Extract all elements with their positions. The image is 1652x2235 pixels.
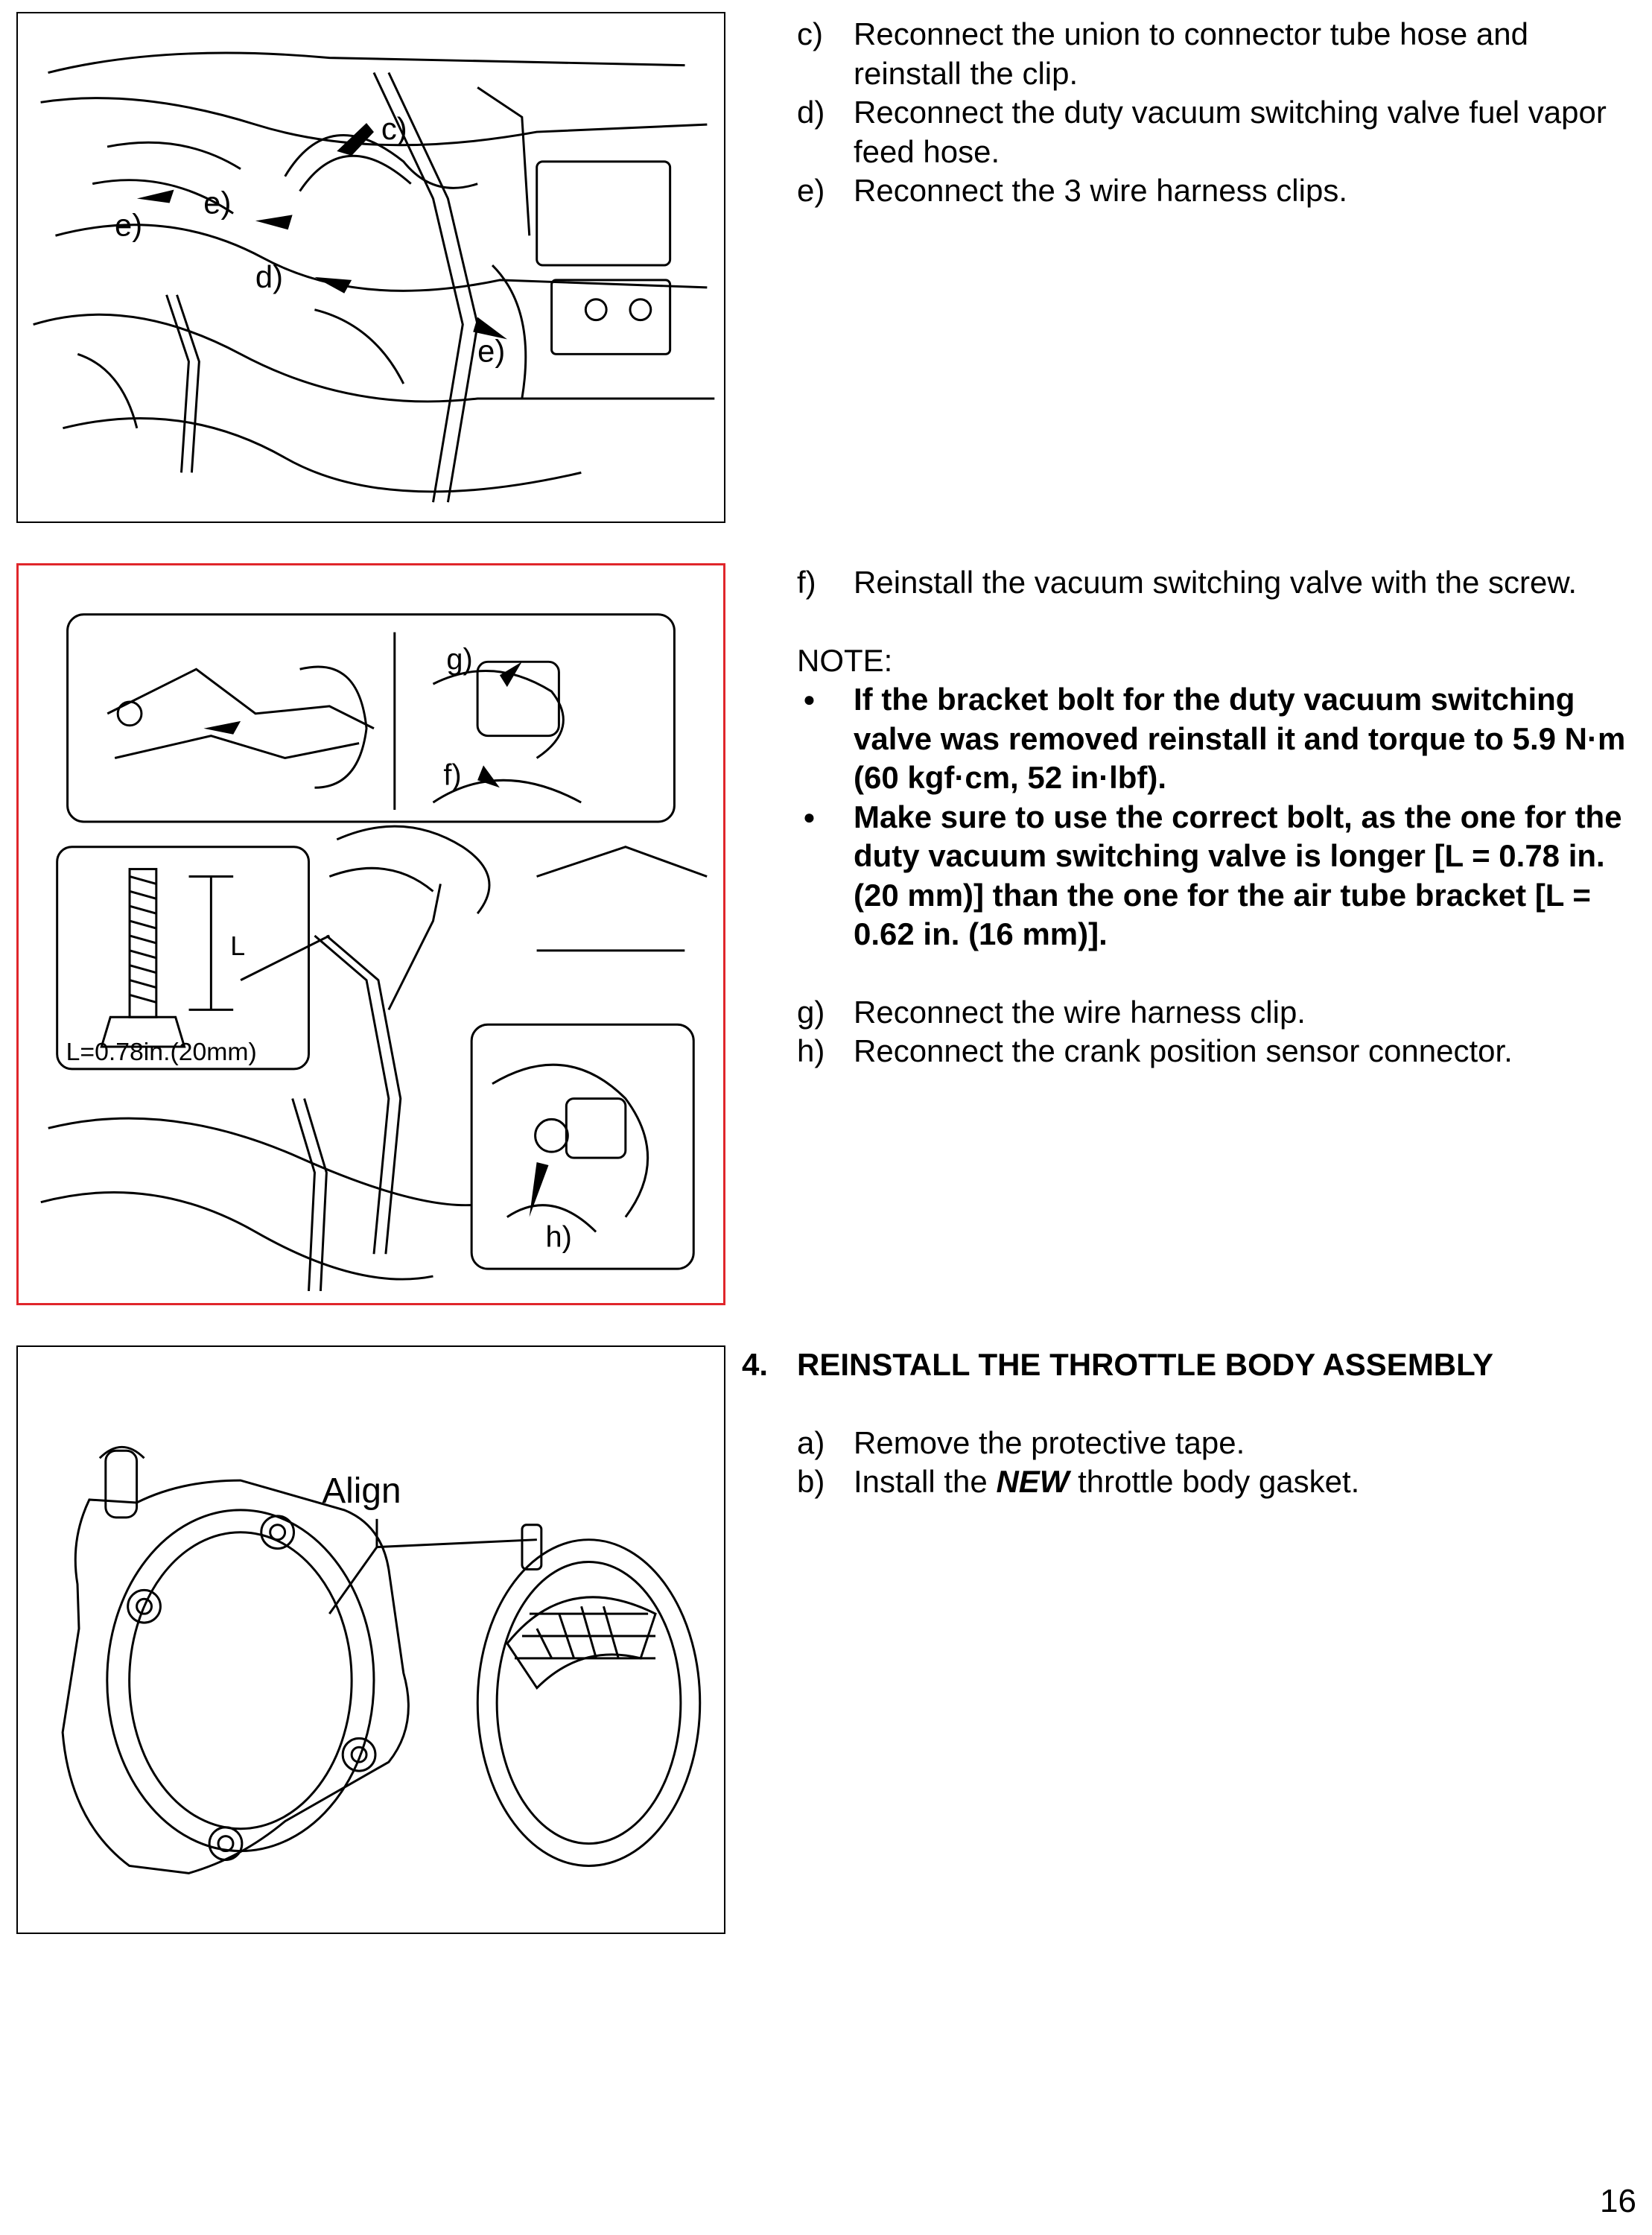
fig2-callout-h: h): [546, 1220, 572, 1253]
fig2-bolt-caption: L=0.78in.(20mm): [66, 1038, 257, 1066]
fig1-callout-e-right: e): [477, 333, 505, 368]
step-c: c) Reconnect the union to connector tube…: [797, 15, 1631, 93]
note-text: If the bracket bolt for the duty vacuum …: [854, 682, 1626, 795]
step-3-continued-middle: f) Reinstall the vacuum switching valve …: [797, 563, 1639, 1071]
step-f: f) Reinstall the vacuum switching valve …: [797, 563, 1639, 603]
step-g-label: g): [797, 994, 825, 1030]
fig1-callout-c: c): [381, 111, 407, 146]
step-4b-emphasis: NEW: [996, 1464, 1070, 1499]
step-h-label: h): [797, 1033, 825, 1068]
step-4a-label: a): [797, 1424, 825, 1460]
page-number: 16: [1600, 2183, 1636, 2219]
figure-throttle-gasket-align: Align: [16, 1345, 725, 1934]
note-item: ● If the bracket bolt for the duty vacuu…: [797, 680, 1639, 798]
fig3-callout-align: Align: [322, 1471, 401, 1511]
step-4b-text: Install the NEW throttle body gasket.: [797, 1462, 1636, 1502]
step-d-text: Reconnect the duty vacuum switching valv…: [854, 95, 1607, 169]
step-4a-text: Remove the protective tape.: [854, 1424, 1245, 1460]
bullet-icon: ●: [803, 688, 816, 711]
note-text: Make sure to use the correct bolt, as th…: [854, 799, 1622, 952]
step-4: 4. REINSTALL THE THROTTLE BODY ASSEMBLY …: [742, 1345, 1636, 1502]
harness-illustration: c) e) e) d) e): [33, 51, 715, 503]
fig2-dimension-L: L: [230, 931, 245, 961]
step-f-text: Reinstall the vacuum switching valve wit…: [854, 565, 1578, 600]
figure-harness-clips: c) e) e) d) e): [16, 12, 725, 523]
step-g: g) Reconnect the wire harness clip.: [797, 993, 1639, 1033]
step-4b-label: b): [797, 1464, 825, 1499]
fig1-callout-e-left: e): [115, 207, 142, 242]
fig1-callout-d: d): [255, 259, 283, 294]
fig2-callout-f: f): [443, 758, 461, 791]
step-f-label: f): [797, 565, 816, 600]
bullet-icon: ●: [803, 805, 816, 828]
step-4b-pre: Install the: [854, 1464, 997, 1499]
note-heading: NOTE:: [797, 642, 893, 678]
figure-vacuum-switching-valve: g) f) h) L L=0.78in.(20mm): [16, 563, 725, 1305]
step-c-label: c): [797, 16, 823, 51]
step-4-heading: 4. REINSTALL THE THROTTLE BODY ASSEMBLY: [742, 1345, 1636, 1385]
step-d: d) Reconnect the duty vacuum switching v…: [797, 93, 1631, 171]
step-4a: a) Remove the protective tape.: [797, 1424, 1636, 1463]
step-g-text: Reconnect the wire harness clip.: [854, 994, 1306, 1030]
step-h: h) Reconnect the crank position sensor c…: [797, 1032, 1639, 1071]
gasket-illustration: Align: [61, 1446, 702, 1874]
step-3-continued-top: c) Reconnect the union to connector tube…: [797, 15, 1631, 211]
fig2-callout-g: g): [446, 643, 472, 676]
step-4-title: REINSTALL THE THROTTLE BODY ASSEMBLY: [797, 1347, 1493, 1382]
vsv-illustration: g) f) h) L L=0.78in.(20mm): [40, 613, 708, 1292]
fig1-callout-e-middle: e): [203, 185, 231, 220]
step-e-text: Reconnect the 3 wire harness clips.: [854, 173, 1347, 208]
step-e-label: e): [797, 173, 825, 208]
step-e: e) Reconnect the 3 wire harness clips.: [797, 171, 1631, 211]
step-4-number: 4.: [742, 1347, 769, 1382]
step-4b-post: throttle body gasket.: [1069, 1464, 1360, 1499]
step-h-text: Reconnect the crank position sensor conn…: [854, 1033, 1513, 1068]
step-c-text: Reconnect the union to connector tube ho…: [854, 16, 1528, 91]
note-item: ● Make sure to use the correct bolt, as …: [797, 798, 1639, 954]
step-4b: b) Install the NEW throttle body gasket.: [797, 1462, 1636, 1502]
step-d-label: d): [797, 95, 825, 130]
